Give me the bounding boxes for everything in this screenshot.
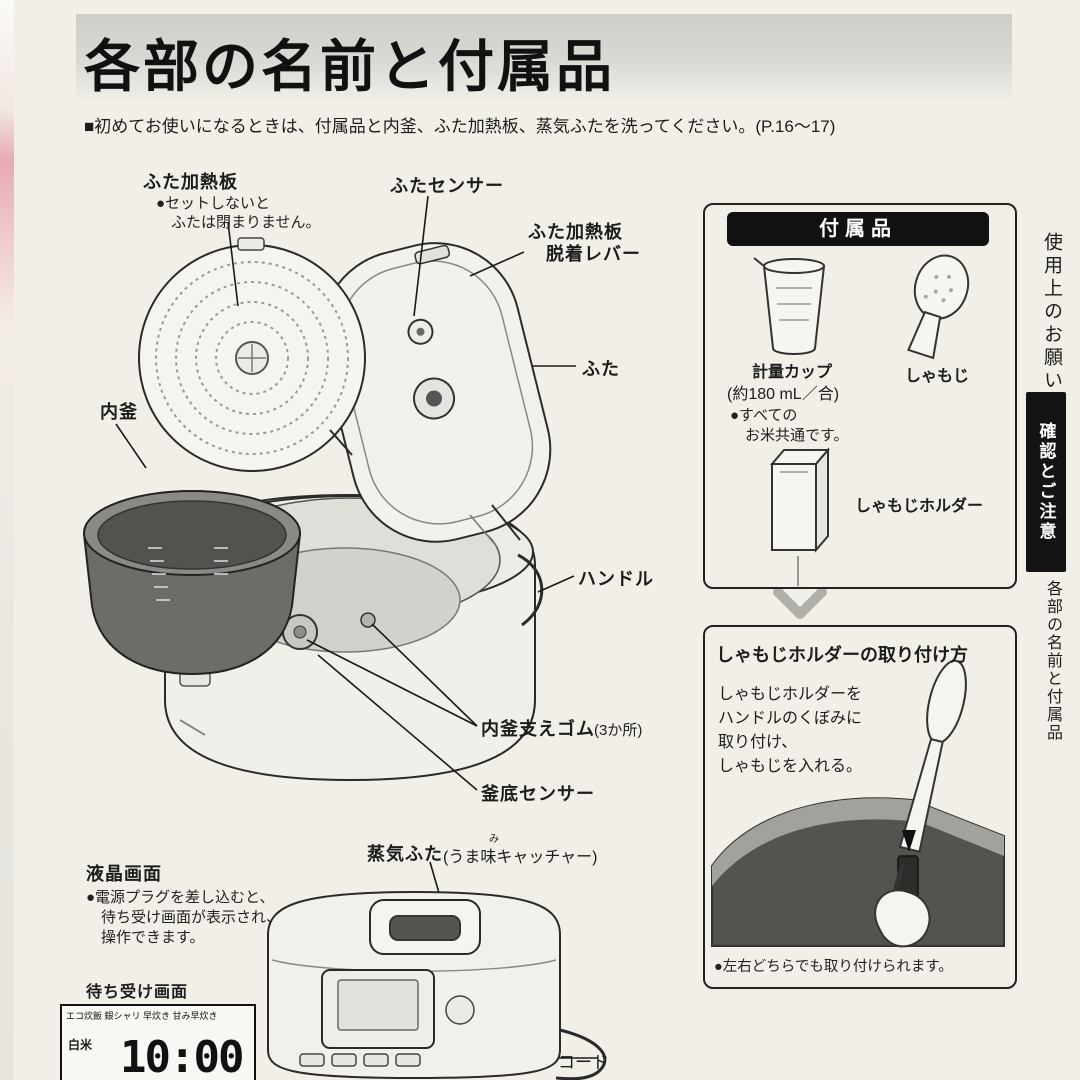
label-lid-sensor: ふたセンサー: [390, 176, 504, 196]
lcd-mode-row: エコ炊飯 銀シャリ 早炊き 甘み早炊き: [66, 1011, 218, 1021]
label-detach-lever-2: 脱着レバー: [546, 244, 641, 264]
sidebar-tab-label: 確認とご注意: [1036, 422, 1056, 542]
page-title: 各部の名前と付属品: [84, 35, 615, 100]
lcd-rice-type: 白米: [68, 1038, 93, 1052]
label-steam-lid-suffix: (うま味キャッチャー): [443, 849, 598, 866]
note-lcd-3: 操作できます。: [86, 929, 205, 946]
label-inner-pot: 内釜: [100, 402, 138, 422]
accessories-header: 付属品: [727, 212, 989, 246]
note-lid-heat-plate-2: ふたは閉まりません。: [156, 214, 321, 231]
note-lcd-1: ●電源プラグを差し込むと、: [86, 889, 275, 906]
label-bottom-sensor: 釜底センサー: [481, 784, 595, 804]
note-lid-heat-plate-1: ●セットしないと: [156, 195, 271, 212]
howto-line-4: しゃもじを入れる。: [718, 758, 863, 775]
label-steam-lid-furigana: み: [489, 834, 499, 845]
label-steam-lid: 蒸気ふた: [367, 844, 443, 864]
label-measuring-cup: 計量カップ: [752, 364, 833, 381]
page-edge-strip: [0, 0, 14, 1080]
label-lid: ふた: [582, 359, 620, 379]
sidebar-tab-check-caution: 確認とご注意: [1026, 392, 1066, 572]
note-lcd-2: 待ち受け画面が表示され、: [86, 909, 282, 926]
accessories-panel: [703, 203, 1017, 589]
label-shamoji-holder: しゃもじホルダー: [855, 498, 984, 515]
howto-note: ●左右どちらでも取り付けられます。: [714, 959, 953, 975]
sidebar-item-parts-accessories: 各部の名前と付属品: [1044, 580, 1061, 742]
label-cup-capacity: (約180 mL／合): [727, 386, 840, 403]
sidebar-item-usage-notes: 使用上のお願い: [1041, 232, 1062, 393]
label-handle: ハンドル: [578, 569, 654, 589]
label-cord: コード: [558, 1053, 609, 1072]
howto-line-1: しゃもじホルダーを: [718, 686, 863, 703]
note-cup-1: ●すべての: [730, 407, 798, 424]
standby-lcd: エコ炊飯 銀シャリ 早炊き 甘み早炊き 白米 10:00: [60, 1004, 256, 1080]
note-cup-2: お米共通です。: [730, 427, 849, 444]
howto-line-3: 取り付け、: [718, 734, 798, 751]
title-band: [76, 14, 1012, 100]
howto-panel: [703, 625, 1017, 989]
label-pot-support-rubber-suffix: (3か所): [594, 722, 643, 739]
label-lcd-screen: 液晶画面: [86, 864, 162, 884]
howto-line-2: ハンドルのくぼみに: [718, 710, 863, 727]
label-pot-support-rubber: 内釜支えゴム: [481, 719, 595, 739]
first-use-notice: ■初めてお使いになるときは、付属品と内釜、ふた加熱板、蒸気ふたを洗ってください。…: [84, 117, 836, 136]
label-lid-heat-plate: ふた加熱板: [143, 172, 238, 192]
label-shamoji: しゃもじ: [905, 368, 970, 385]
howto-header: しゃもじホルダーの取り付け方: [716, 645, 968, 665]
lcd-clock: 10:00: [120, 1032, 244, 1080]
label-standby-screen: 待ち受け画面: [86, 984, 189, 1001]
label-detach-lever-1: ふた加熱板: [528, 222, 623, 242]
